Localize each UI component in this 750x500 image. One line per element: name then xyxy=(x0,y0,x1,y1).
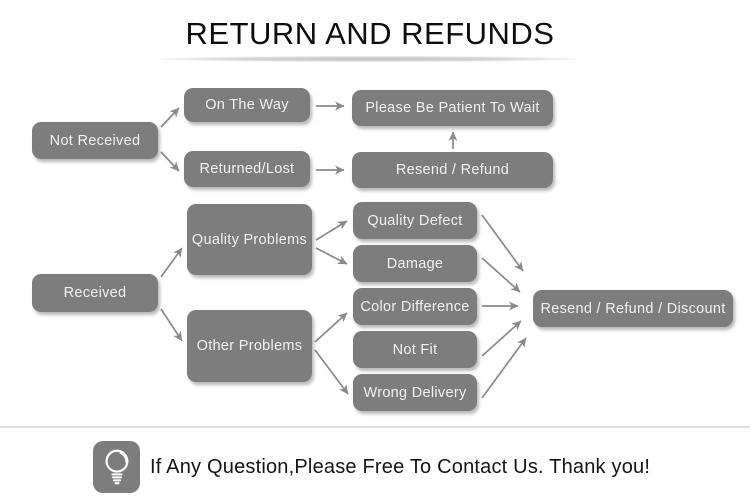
footer-message: If Any Question,Please Free To Contact U… xyxy=(150,455,651,478)
footer-divider xyxy=(0,426,750,428)
node-quality-defect: Quality Defect xyxy=(353,202,477,239)
light-bulb-icon xyxy=(93,441,140,493)
edge-not-received-on-the-way xyxy=(160,107,180,128)
node-received: Received xyxy=(32,274,158,312)
edge-not-received-returned-lost xyxy=(160,151,180,172)
edge-other-problems-wrong-delivery xyxy=(314,349,349,395)
edge-wrong-delivery-discount xyxy=(481,337,527,399)
title-underline xyxy=(158,56,580,62)
node-not-fit: Not Fit xyxy=(353,331,477,368)
node-please-be-patient: Please Be Patient To Wait xyxy=(352,90,553,126)
edge-quality-defect-discount xyxy=(481,214,524,272)
node-resend-refund-discount: Resend / Refund / Discount xyxy=(533,290,733,327)
light-bulb-glyph xyxy=(105,449,128,485)
node-color-difference: Color Difference xyxy=(353,288,477,325)
node-resend-refund: Resend / Refund xyxy=(352,152,553,188)
node-wrong-delivery: Wrong Delivery xyxy=(353,374,477,411)
node-other-problems: Other Problems xyxy=(187,310,312,382)
node-returned-lost: Returned/Lost xyxy=(184,151,310,187)
node-damage: Damage xyxy=(353,245,477,282)
edge-received-quality-problems xyxy=(160,247,183,278)
edge-quality-problems-quality-defect xyxy=(315,220,348,241)
node-on-the-way: On The Way xyxy=(184,88,310,122)
edge-damage-discount xyxy=(481,257,521,293)
page-title: RETURN AND REFUNDS xyxy=(185,16,555,51)
edge-not-fit-discount xyxy=(481,320,522,357)
edge-other-problems-color-difference xyxy=(314,312,348,343)
node-not-received: Not Received xyxy=(32,122,158,159)
node-quality-problems: Quality Problems xyxy=(187,204,312,275)
edge-quality-problems-damage xyxy=(315,247,348,265)
edge-received-other-problems xyxy=(160,308,183,342)
